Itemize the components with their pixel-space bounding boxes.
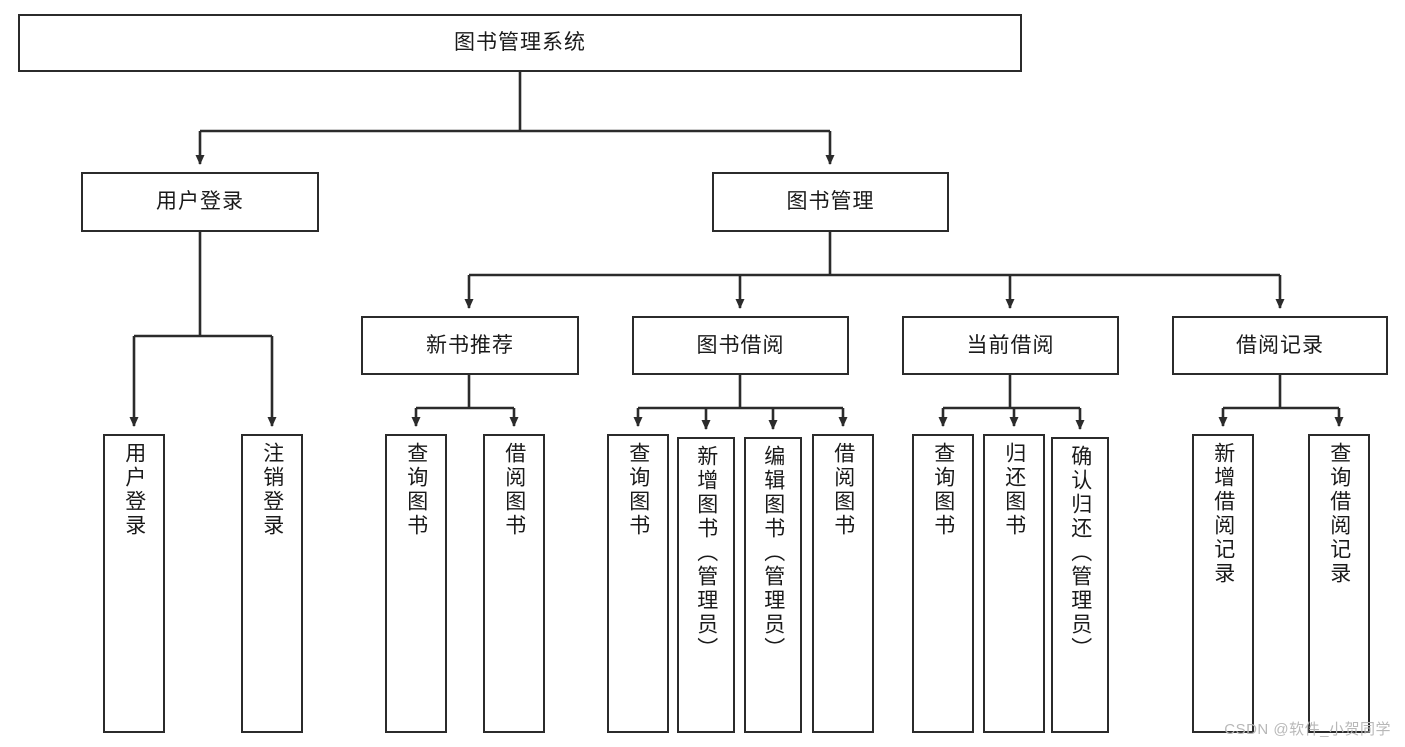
node-leaf-return-book-label: 归还图书 (1002, 442, 1026, 538)
node-book-borrow-label: 图书借阅 (696, 333, 785, 357)
node-new-book-recommend-label: 新书推荐 (426, 333, 514, 357)
node-borrow-record[interactable]: 借阅记录 (1172, 316, 1388, 375)
node-leaf-add-book[interactable]: 新增图书（管理员） (677, 437, 735, 733)
node-leaf-edit-book[interactable]: 编辑图书（管理员） (744, 437, 802, 733)
node-leaf-add-record[interactable]: 新增借阅记录 (1192, 434, 1254, 733)
node-leaf-borrow-book-1[interactable]: 借阅图书 (483, 434, 545, 733)
node-leaf-add-record-label: 新增借阅记录 (1211, 442, 1235, 586)
node-current-borrow-label: 当前借阅 (966, 333, 1055, 357)
node-leaf-edit-book-label: 编辑图书（管理员） (761, 445, 785, 661)
node-book-management-label: 图书管理 (786, 190, 875, 214)
node-new-book-recommend[interactable]: 新书推荐 (361, 316, 579, 375)
node-leaf-return-book[interactable]: 归还图书 (983, 434, 1045, 733)
node-leaf-confirm-return-label: 确认归还（管理员） (1068, 445, 1092, 661)
node-leaf-borrow-book-1-label: 借阅图书 (502, 442, 526, 538)
node-leaf-query-book-2[interactable]: 查询图书 (607, 434, 669, 733)
node-leaf-query-book-3[interactable]: 查询图书 (912, 434, 974, 733)
node-borrow-record-label: 借阅记录 (1236, 333, 1324, 357)
node-leaf-add-book-label: 新增图书（管理员） (694, 445, 718, 661)
node-user-login-label: 用户登录 (156, 190, 244, 214)
node-user-login[interactable]: 用户登录 (81, 172, 319, 232)
node-leaf-borrow-book-2[interactable]: 借阅图书 (812, 434, 874, 733)
node-leaf-user-login-label: 用户登录 (122, 442, 146, 538)
node-root-label: 图书管理系统 (454, 31, 586, 55)
node-leaf-query-book-1-label: 查询图书 (404, 442, 428, 538)
node-leaf-query-book-1[interactable]: 查询图书 (385, 434, 447, 733)
watermark-text: CSDN @软件_小贺同学 (1224, 721, 1391, 738)
node-book-management[interactable]: 图书管理 (712, 172, 949, 232)
node-leaf-confirm-return[interactable]: 确认归还（管理员） (1051, 437, 1109, 733)
node-book-borrow[interactable]: 图书借阅 (632, 316, 849, 375)
node-leaf-user-login[interactable]: 用户登录 (103, 434, 165, 733)
node-leaf-query-record[interactable]: 查询借阅记录 (1308, 434, 1370, 733)
node-leaf-query-book-3-label: 查询图书 (931, 442, 955, 538)
node-leaf-query-record-label: 查询借阅记录 (1327, 442, 1351, 586)
node-leaf-user-logout-label: 注销登录 (260, 442, 284, 538)
node-leaf-user-logout[interactable]: 注销登录 (241, 434, 303, 733)
node-leaf-borrow-book-2-label: 借阅图书 (831, 442, 855, 538)
node-root[interactable]: 图书管理系统 (18, 14, 1022, 72)
node-leaf-query-book-2-label: 查询图书 (626, 442, 650, 538)
node-current-borrow[interactable]: 当前借阅 (902, 316, 1119, 375)
